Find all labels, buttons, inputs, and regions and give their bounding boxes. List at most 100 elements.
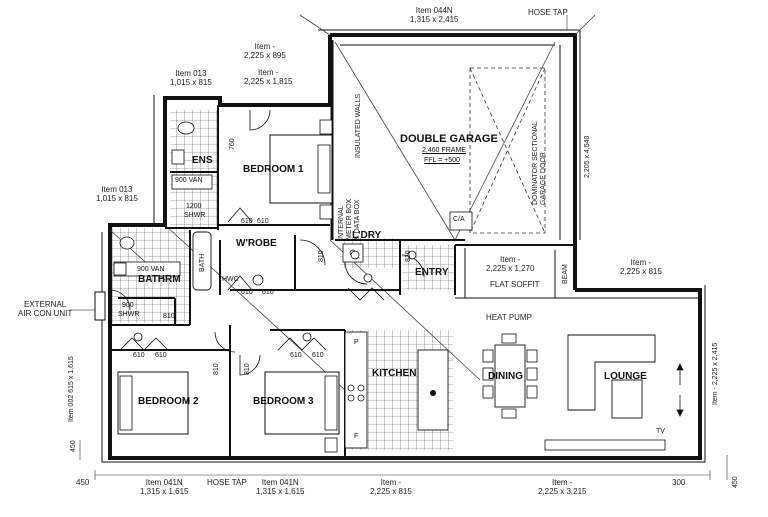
window-size: 2,225 x 1,270 — [486, 264, 535, 273]
room-ldry: L'DRY — [352, 230, 382, 241]
beam-label: BEAM — [562, 264, 569, 284]
window-044n-label: Item 044N 1,315 x 2,415 — [410, 6, 458, 24]
window-name: Item 044N — [415, 6, 453, 15]
dining-chairs — [482, 333, 538, 419]
garage-door-label: DOMINATOR SECTIONAL GARAGE DOOR — [532, 121, 548, 205]
window-size: 2,225 x 1,815 — [244, 77, 293, 86]
door-610-f: 610 — [155, 352, 167, 359]
bedroom1-door-arc — [249, 109, 271, 131]
dim-450-right: 450 — [732, 476, 739, 488]
window-size: 1,015 x 815 — [170, 78, 212, 87]
lounge-ottoman — [611, 379, 643, 419]
ca-box — [449, 211, 473, 231]
markers — [133, 250, 417, 342]
window-name: Item 013 — [175, 69, 207, 78]
window-size: 1,315 x 1,615 — [256, 487, 305, 496]
pantry-label: P — [354, 339, 359, 346]
item002-label: Item 002 615 x 1,615 — [68, 356, 75, 422]
aircon-unit — [94, 291, 106, 321]
window-item013-left: Item 013 1,015 x 815 — [96, 185, 138, 203]
window-name: Item - — [254, 42, 276, 51]
ens-shower-label-a: 1200 — [186, 203, 202, 210]
bedroom1-bedside-b — [319, 204, 333, 220]
dim-810-d: 810 — [244, 363, 251, 375]
window-name: Item - — [552, 478, 573, 487]
garage-door-line2: GARAGE DOOR — [540, 152, 547, 205]
room-dining: DINING — [488, 371, 523, 382]
window-size: 2,225 x 815 — [370, 487, 412, 496]
hose-tap-bottom-label: HOSE TAP — [207, 478, 247, 487]
bedroom3-pillow — [324, 375, 338, 431]
bath-shower-label-a: 900 — [122, 302, 134, 309]
window-name: Item 013 — [101, 185, 133, 194]
bath-vanity-label: 900 VAN — [137, 266, 165, 273]
dim-450-left: 450 — [70, 440, 77, 452]
ens-toilet — [177, 121, 195, 135]
lounge-sofa — [567, 334, 656, 411]
garage-ffl-label: FFL = +500 — [424, 157, 460, 164]
window-size: 2,225 x 895 — [244, 51, 286, 60]
dim-810-c: 810 — [213, 363, 220, 375]
kitchen-sink — [430, 390, 436, 396]
room-bedroom3: BEDROOM 3 — [253, 396, 314, 407]
window-name: Item 041N — [261, 478, 299, 487]
tv-label: TV — [656, 428, 665, 435]
window-name: Item - — [500, 255, 521, 264]
dim-2205-label: 2,205 x 4,540 — [584, 135, 591, 178]
bath-label: BATH — [199, 253, 206, 272]
ens-shower-label-b: SHWR — [184, 212, 206, 219]
room-double-garage: DOUBLE GARAGE — [400, 133, 498, 145]
tv-unit — [544, 439, 666, 451]
window-right-top: Item - 2,225 x 815 — [620, 258, 662, 276]
garage-door-line1: DOMINATOR SECTIONAL — [532, 121, 539, 205]
ens-basin — [171, 149, 185, 165]
window-top-item-a: Item - 2,225 x 895 — [244, 42, 286, 60]
window-size: 615 x 1,615 — [68, 356, 75, 393]
ac-line1: EXTERNAL — [24, 300, 67, 309]
meter-line1: INTERNAL — [338, 205, 345, 240]
ens-vanity-label: 900 VAN — [175, 177, 203, 184]
garage-frame-label: 2,460 FRAME — [422, 147, 466, 154]
window-bottom-item-a: Item - 2,225 x 815 — [370, 478, 412, 496]
porch — [455, 248, 700, 299]
door-610-e: 610 — [133, 352, 145, 359]
fridge-label: F — [354, 433, 359, 440]
door-swings — [109, 239, 425, 376]
room-entry: ENTRY — [415, 267, 449, 278]
bath-basin — [113, 262, 127, 276]
window-top-item-b: Item - 2,225 x 1,815 — [244, 68, 292, 86]
door-610-d: 610 — [262, 289, 274, 296]
ac-line2: AIR CON UNIT — [18, 309, 73, 318]
room-lounge: LOUNGE — [604, 371, 647, 382]
window-name: Item - — [258, 68, 279, 77]
window-item013-top: Item 013 1,015 x 815 — [170, 69, 212, 87]
garage-roof-lines — [109, 14, 596, 391]
kitchen-bench — [344, 331, 368, 449]
room-wrobe: W'ROBE — [236, 238, 277, 249]
bedroom1-pillow — [317, 144, 331, 194]
window-name: Item - — [380, 478, 402, 487]
window-bottom-item-b: Item - 2,225 x 3,215 — [538, 478, 586, 496]
room-bedroom2: BEDROOM 2 — [138, 396, 199, 407]
right-vertical-dim: Item - 2,225 x 2,415 — [712, 342, 719, 405]
dining-table — [494, 344, 526, 408]
dim-760: 760 — [229, 138, 236, 150]
dim-300: 300 — [672, 478, 686, 487]
bedroom1-bedside-a — [319, 119, 333, 135]
insulated-walls-label: INSULATED WALLS — [355, 93, 362, 158]
hose-tap-top-label: HOSE TAP — [528, 8, 568, 17]
bedroom3-bedside — [324, 437, 338, 453]
door-610-h: 610 — [312, 352, 324, 359]
door-610-b: 610 — [257, 218, 269, 225]
external-ac-label: EXTERNAL AIR CON UNIT — [18, 300, 72, 318]
room-bedroom1: BEDROOM 1 — [243, 164, 304, 175]
bath-shower-label-b: SHWR — [118, 311, 140, 318]
dim-810-e: 810 — [405, 250, 412, 262]
dim-810-a: 810 — [318, 250, 325, 262]
dimension-lines — [79, 15, 728, 480]
window-name: Item 002 — [68, 394, 75, 422]
window-name: Item 041N — [145, 478, 183, 487]
window-041n-a: Item 041N 1,315 x 1,615 — [140, 478, 188, 496]
